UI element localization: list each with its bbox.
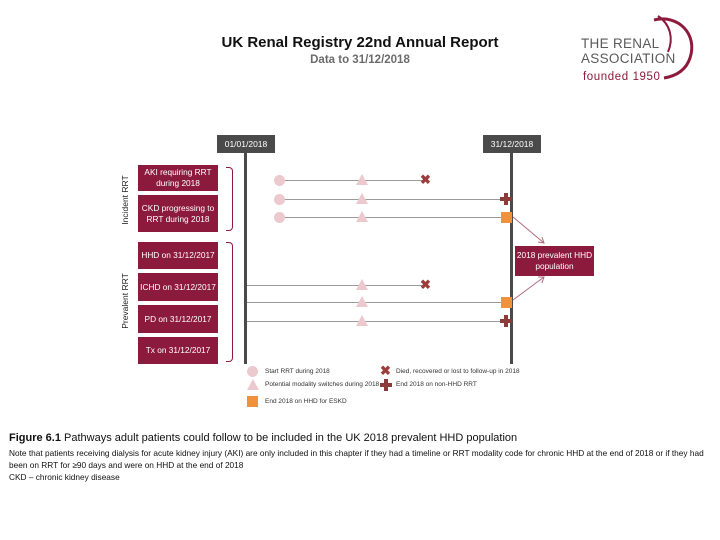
start-circle-icon xyxy=(274,212,285,223)
figure-label: Figure 6.1 xyxy=(9,432,61,444)
legend-plus-icon xyxy=(380,379,392,391)
incident-bracket xyxy=(226,167,233,231)
box-aki: AKI requiring RRT during 2018 xyxy=(138,165,218,191)
figure-note: Note that patients receiving dialysis fo… xyxy=(9,448,704,470)
logo-line-2: ASSOCIATION xyxy=(581,51,676,66)
track-pd-hhd xyxy=(247,302,507,303)
figure-notes: Note that patients receiving dialysis fo… xyxy=(9,447,711,483)
figure-caption: Figure 6.1 Pathways adult patients could… xyxy=(9,432,711,444)
report-subtitle: Data to 31/12/2018 xyxy=(310,54,410,66)
box-ichd: ICHD on 31/12/2017 xyxy=(138,273,218,301)
incident-rrt-label: Incident RRT xyxy=(120,175,130,225)
track-ckd-hhd xyxy=(279,217,507,218)
prevalent-hhd-box: 2018 prevalent HHD population xyxy=(515,246,594,276)
legend-start: Start RRT during 2018 xyxy=(265,368,330,375)
box-pd: PD on 31/12/2017 xyxy=(138,305,218,333)
end-hhd-square-icon xyxy=(501,297,512,308)
switch-triangle-icon xyxy=(356,296,368,307)
switch-triangle-icon xyxy=(356,315,368,326)
ckd-abbreviation: CKD – chronic kidney disease xyxy=(9,472,120,482)
legend-cross-icon: ✖ xyxy=(380,363,391,378)
start-timeline xyxy=(244,153,247,364)
start-circle-icon xyxy=(274,194,285,205)
legend-end-non-hhd: End 2018 on non-HHD RRT xyxy=(396,381,477,388)
legend-died: Died, recovered or lost to follow-up in … xyxy=(396,368,520,375)
box-ckd: CKD progressing to RRT during 2018 xyxy=(138,195,218,232)
prevalent-bracket xyxy=(226,242,233,362)
end-non-hhd-plus-icon xyxy=(500,315,512,327)
switch-triangle-icon xyxy=(356,211,368,222)
logo-swirl-icon xyxy=(653,15,694,80)
end-non-hhd-plus-icon xyxy=(500,193,512,205)
switch-triangle-icon xyxy=(356,174,368,185)
start-circle-icon xyxy=(274,175,285,186)
end-timeline xyxy=(510,153,513,364)
legend-switch: Potential modality switches during 2018 xyxy=(265,381,380,388)
track-ichd xyxy=(247,285,427,286)
switch-triangle-icon xyxy=(356,279,368,290)
track-aki xyxy=(279,180,427,181)
arrows-to-prevalent xyxy=(512,216,545,301)
died-cross-icon: ✖ xyxy=(420,277,431,292)
legend-end-hhd: End 2018 on HHD for ESKD xyxy=(265,398,347,405)
box-tx: Tx on 31/12/2017 xyxy=(138,337,218,364)
died-cross-icon: ✖ xyxy=(420,172,431,187)
logo-founded: founded 1950 xyxy=(583,71,661,83)
start-date-label: 01/01/2018 xyxy=(217,135,275,153)
report-title: UK Renal Registry 22nd Annual Report xyxy=(221,34,499,51)
switch-triangle-icon xyxy=(356,193,368,204)
end-date-label: 31/12/2018 xyxy=(483,135,541,153)
legend-circle-icon xyxy=(247,366,258,377)
renal-association-logo: THE RENAL ASSOCIATION founded 1950 xyxy=(578,14,700,90)
legend-square-icon xyxy=(247,396,258,407)
logo-line-1: THE RENAL xyxy=(581,36,660,51)
track-ckd-non-hhd xyxy=(279,199,507,200)
track-non-hhd xyxy=(247,321,507,322)
figure-text: Pathways adult patients could follow to … xyxy=(60,432,518,444)
prevalent-rrt-label: Prevalent RRT xyxy=(120,273,130,329)
box-hhd: HHD on 31/12/2017 xyxy=(138,242,218,269)
legend-triangle-icon xyxy=(247,379,259,390)
end-hhd-square-icon xyxy=(501,212,512,223)
